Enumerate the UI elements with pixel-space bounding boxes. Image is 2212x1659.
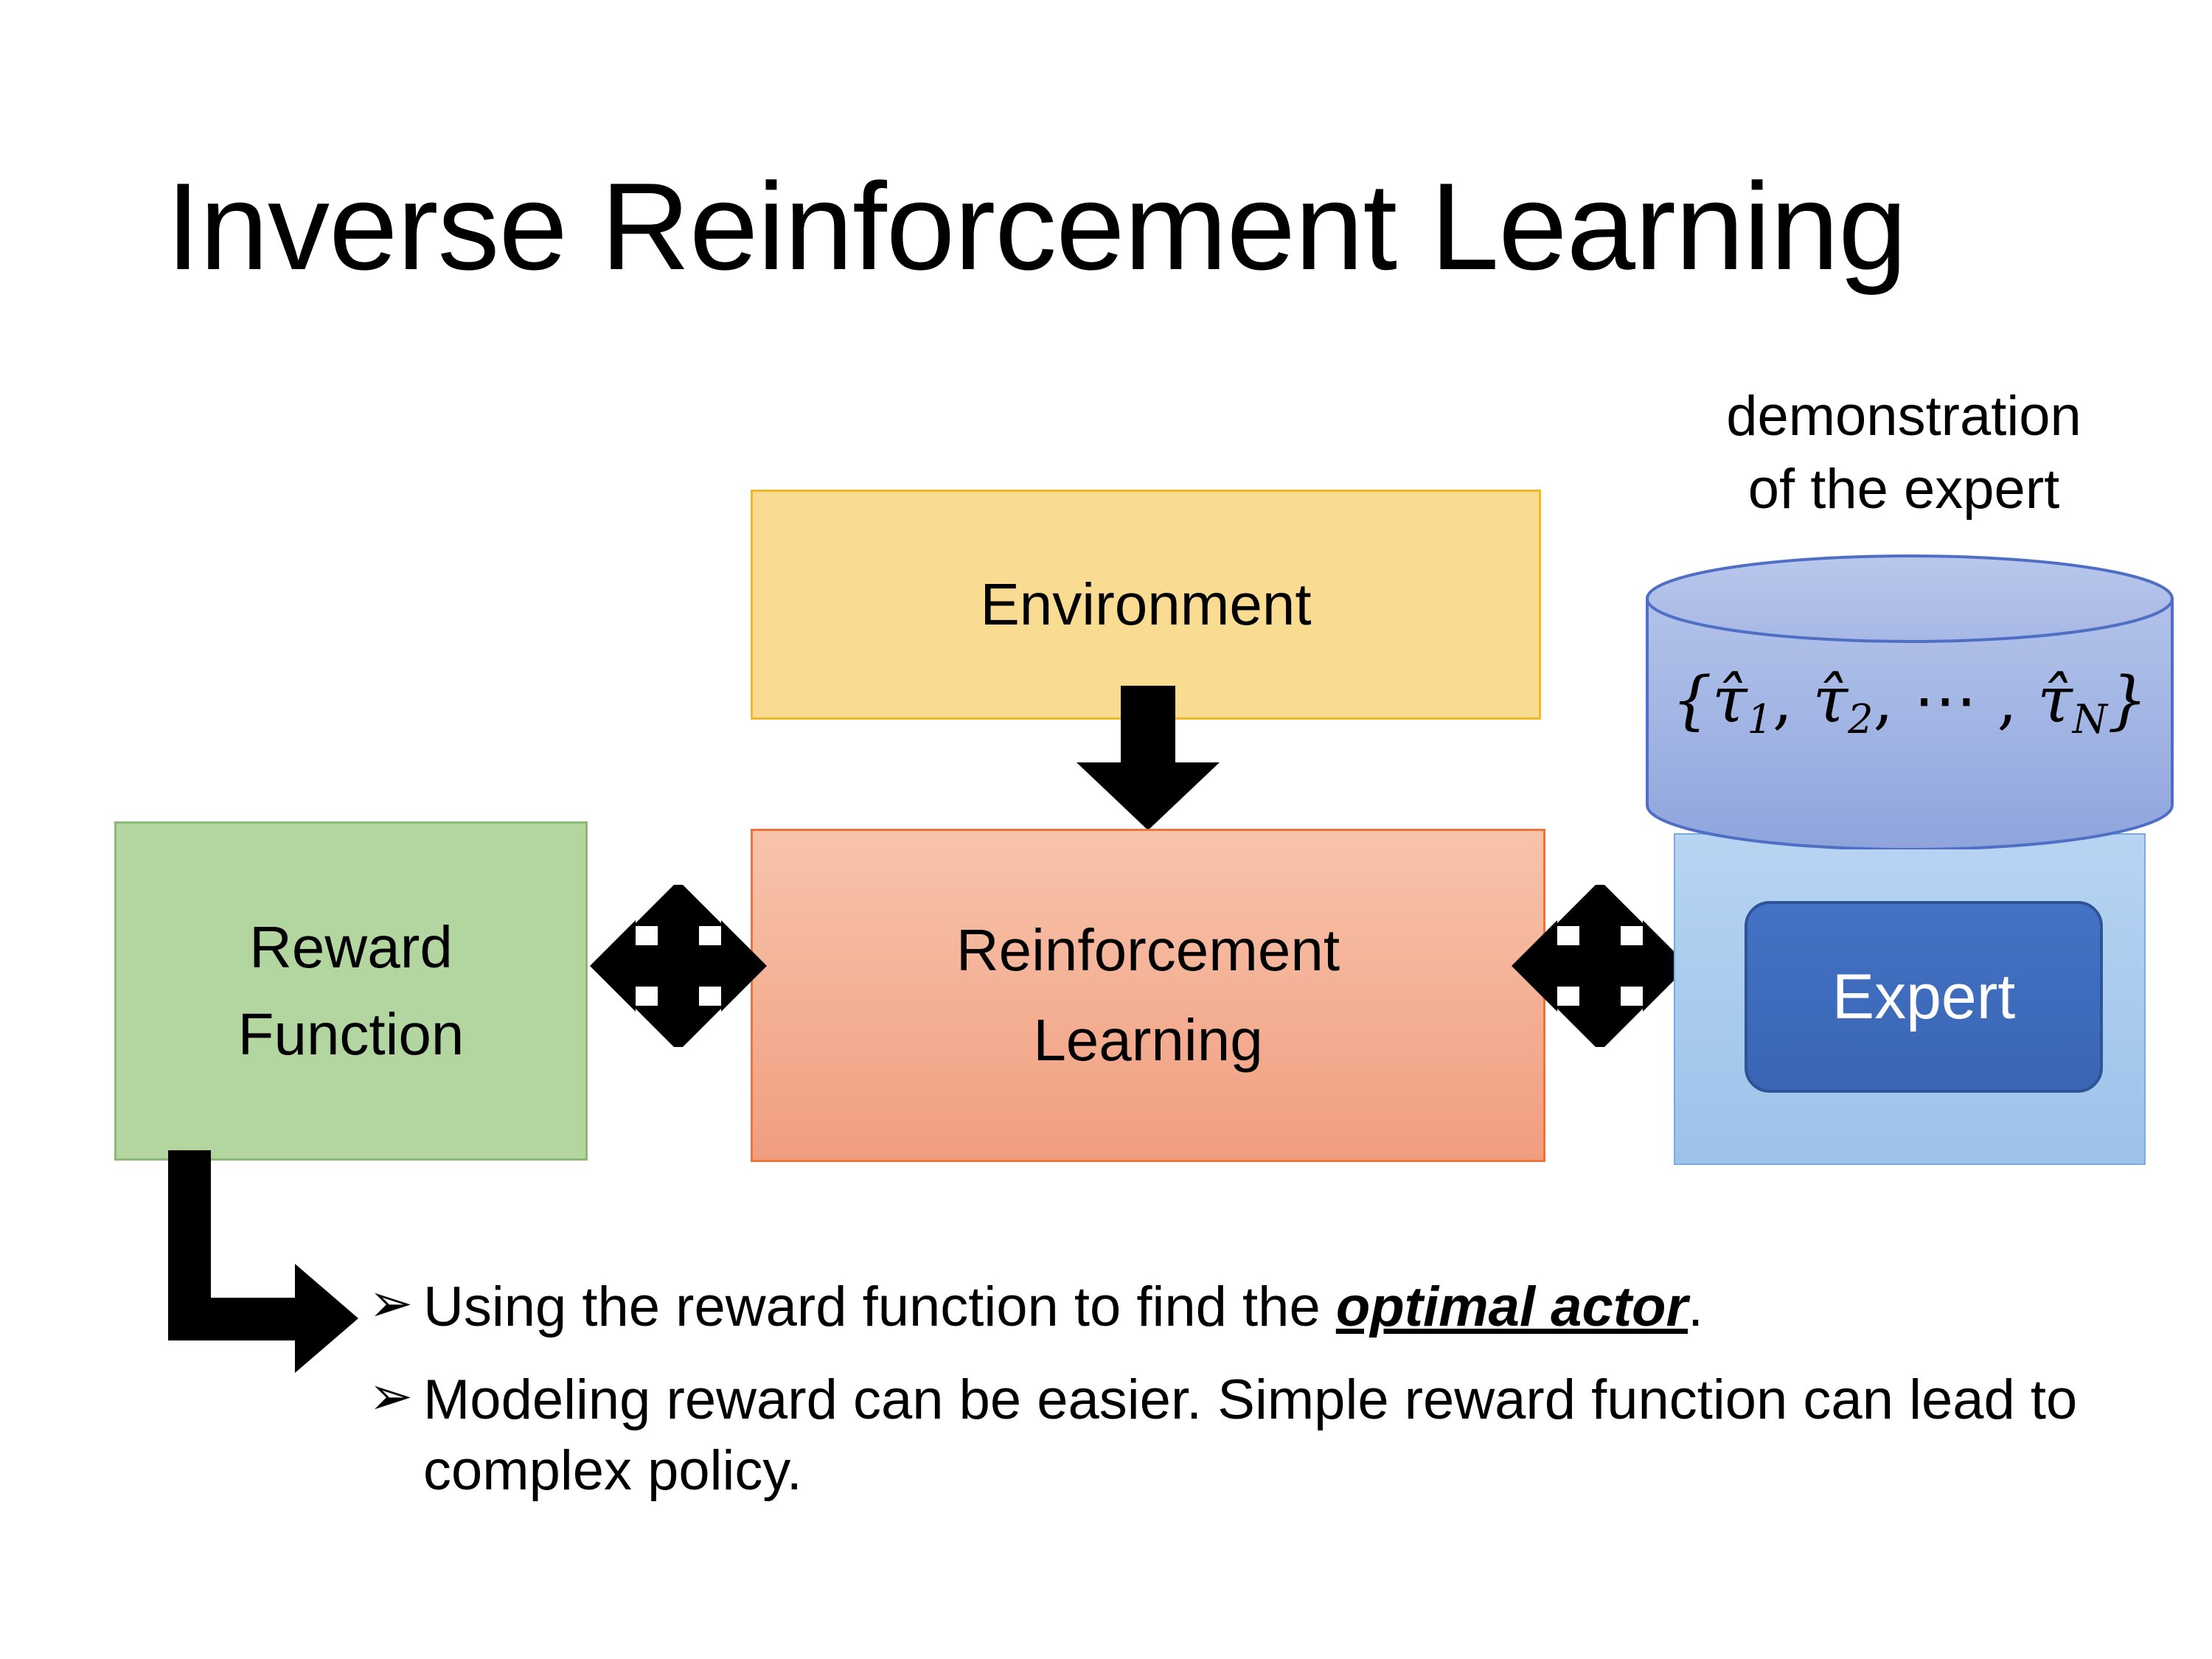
demonstration-caption: demonstration of the expert <box>1646 380 2162 526</box>
expert-label: Expert <box>1832 961 2016 1032</box>
environment-label: Environment <box>980 571 1312 637</box>
environment-box[interactable]: Environment <box>751 490 1541 720</box>
bullet-2-text-before: Modeling reward can be easier. Simple re… <box>423 1368 2078 1502</box>
bullet-list: ➢ Using the reward function to find the … <box>369 1272 2087 1528</box>
demonstration-caption-line1: demonstration <box>1726 385 2081 448</box>
quad-arrow-icon <box>1512 885 1688 1047</box>
demonstration-caption-line2: of the expert <box>1747 457 2060 521</box>
page-title: Inverse Reinforcement Learning <box>166 157 1907 296</box>
bullet-marker-icon: ➢ <box>369 1366 414 1426</box>
bullet-text-1: Using the reward function to find the op… <box>423 1272 1703 1343</box>
reinforcement-learning-box[interactable]: Reinforcement Learning <box>751 829 1545 1162</box>
reward-label-line2: Function <box>237 1001 465 1067</box>
reward-label-line1: Reward <box>249 914 453 980</box>
bullet-1-text-before: Using the reward function to find the <box>423 1276 1336 1338</box>
list-item: ➢ Modeling reward can be easier. Simple … <box>369 1365 2087 1506</box>
expert-button[interactable]: Expert <box>1745 901 2103 1093</box>
reward-function-box[interactable]: Reward Function <box>114 821 588 1161</box>
bullet-1-emphasis: optimal actor <box>1335 1276 1688 1338</box>
bullet-1-text-after: . <box>1688 1276 1704 1338</box>
rl-label-line1: Reinforcement <box>956 917 1340 984</box>
bent-arrow-icon <box>168 1150 358 1373</box>
list-item: ➢ Using the reward function to find the … <box>369 1272 2087 1343</box>
down-arrow-icon <box>1077 686 1220 830</box>
bullet-text-2: Modeling reward can be easier. Simple re… <box>423 1365 2087 1506</box>
database-cylinder-icon <box>1646 554 2174 849</box>
quad-arrow-icon <box>590 885 767 1047</box>
bullet-marker-icon: ➢ <box>369 1274 414 1333</box>
rl-label-line2: Learning <box>1033 1007 1263 1073</box>
